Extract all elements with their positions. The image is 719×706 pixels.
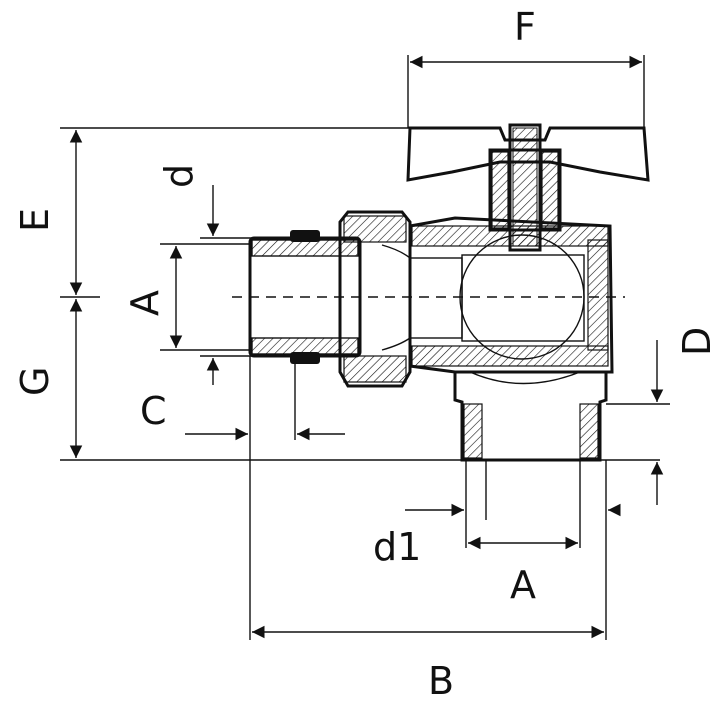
valve-stem	[508, 123, 542, 252]
label-d1: d1	[373, 525, 421, 569]
left-nipple-wall-top	[251, 239, 359, 257]
label-f: F	[514, 5, 536, 49]
left-nipple-wall-bottom	[251, 337, 359, 355]
dimensions	[60, 55, 670, 640]
stem-housing-hatch-left	[491, 151, 509, 229]
flow-neck	[381, 244, 411, 351]
label-g: G	[13, 367, 57, 396]
union-nut-hatch-top	[343, 215, 407, 243]
label-b: B	[428, 659, 454, 703]
bottom-port-hatch-left	[463, 403, 483, 459]
label-a-bottom: A	[510, 563, 536, 607]
main-body-hatch-bottom	[411, 345, 609, 367]
main-body	[408, 216, 614, 374]
stem-housing-hatch-right	[541, 151, 559, 229]
label-d: d	[157, 164, 201, 188]
o-ring-bottom	[290, 352, 320, 364]
bottom-port-hatch-right	[579, 403, 599, 459]
main-body-hatch-right	[587, 239, 609, 351]
inner-passage	[409, 257, 463, 339]
label-e: E	[13, 208, 57, 232]
bottom-port-throat	[469, 371, 581, 385]
ball-bore	[461, 254, 585, 342]
label-a-left: A	[123, 290, 167, 316]
union-nut	[338, 210, 412, 388]
o-ring-top	[290, 230, 320, 242]
label-d-right: D	[675, 327, 719, 356]
valve-body	[248, 123, 650, 462]
label-c: C	[140, 389, 167, 433]
union-nut-hatch-bottom	[343, 355, 407, 383]
valve-stem-hatch	[512, 127, 538, 247]
butterfly-handle	[406, 126, 650, 182]
dimension-labels: F E G d A C D d1 A B	[13, 5, 719, 703]
